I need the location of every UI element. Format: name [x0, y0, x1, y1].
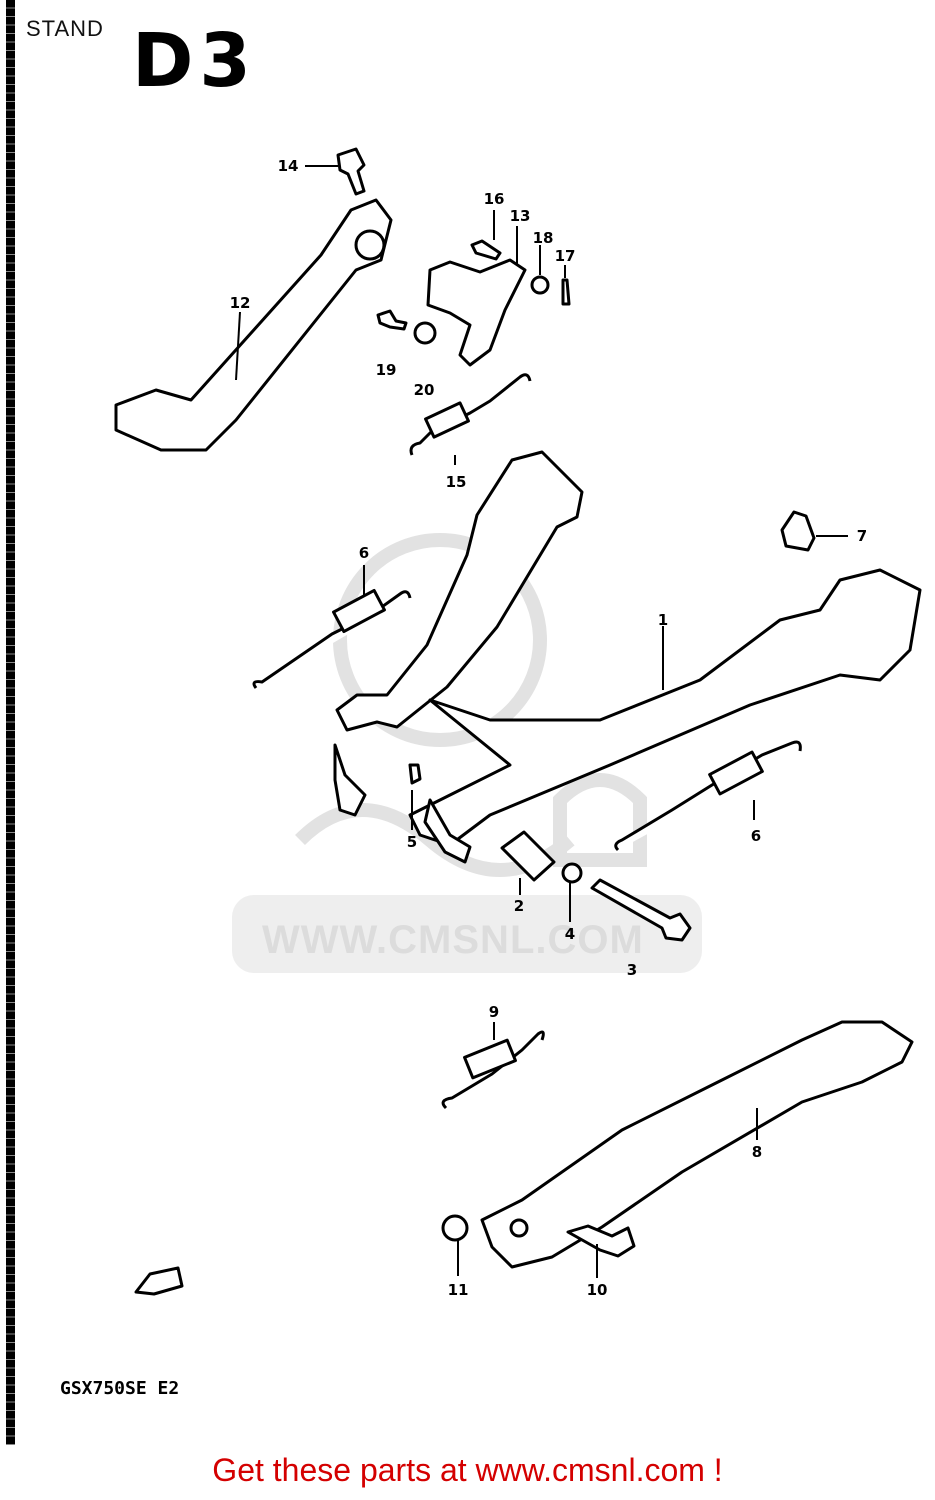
- callout-4: 4: [564, 925, 576, 943]
- part-20-nut[interactable]: [413, 321, 437, 345]
- part-12-pivot: [354, 229, 386, 261]
- callout-5: 5: [406, 833, 418, 851]
- part-12-brake-pedal[interactable]: [114, 198, 393, 452]
- section-code: D3: [132, 18, 257, 104]
- callout-15: 15: [445, 473, 467, 491]
- callout-9: 9: [488, 1003, 500, 1021]
- callout-20: 20: [413, 381, 435, 399]
- callout-17: 17: [554, 247, 576, 265]
- part-15-coil: [424, 401, 470, 439]
- callout-6-lower: 6: [750, 827, 762, 845]
- callout-16: 16: [483, 190, 505, 208]
- callout-2: 2: [513, 897, 525, 915]
- left-border-bar: [6, 0, 15, 1445]
- part-4-nut[interactable]: [561, 862, 583, 884]
- callout-14: 14: [277, 157, 299, 175]
- part-19-bolt[interactable]: [376, 309, 408, 331]
- part-6-coil-upper: [332, 588, 386, 634]
- part-10-bolt[interactable]: [566, 1224, 636, 1258]
- part-1-foot-left: [333, 743, 367, 817]
- part-9-coil: [463, 1038, 517, 1080]
- page-title: STAND: [26, 16, 104, 41]
- model-code: GSX750SE E2: [60, 1378, 180, 1399]
- leader-lines: [235, 165, 848, 1278]
- part-8-pivot: [509, 1218, 529, 1238]
- part-1-foot-right: [423, 798, 472, 864]
- part-7-rubber-cap[interactable]: [780, 510, 816, 552]
- front-direction-arrow-icon: [134, 1266, 184, 1296]
- part-1-main-stand[interactable]: [335, 450, 922, 847]
- callout-1: 1: [657, 611, 669, 629]
- part-13-bracket[interactable]: [426, 258, 527, 367]
- callout-7: 7: [856, 527, 868, 545]
- part-8-side-stand[interactable]: [480, 1020, 914, 1269]
- callout-13: 13: [509, 207, 531, 225]
- part-5-pin[interactable]: [408, 763, 422, 785]
- part-2-bushing[interactable]: [500, 830, 556, 882]
- callout-19: 19: [375, 361, 397, 379]
- callout-18: 18: [532, 229, 554, 247]
- part-14-bolt[interactable]: [336, 147, 366, 196]
- watermark-text: WWW.CMSNL.COM: [262, 918, 644, 962]
- callout-8: 8: [751, 1143, 763, 1161]
- part-17-pin[interactable]: [561, 278, 571, 306]
- callout-11: 11: [447, 1281, 469, 1299]
- watermark-banner: [232, 895, 702, 973]
- part-11-nut[interactable]: [441, 1214, 469, 1242]
- part-6-coil-lower: [708, 750, 764, 796]
- part-16-bolt[interactable]: [470, 239, 502, 261]
- callout-3: 3: [626, 961, 638, 979]
- part-18-nut[interactable]: [530, 275, 550, 295]
- part-6-spring-upper[interactable]: [252, 590, 412, 689]
- callout-12: 12: [229, 294, 251, 312]
- part-3-bolt[interactable]: [590, 878, 692, 942]
- callout-6-upper: 6: [358, 544, 370, 562]
- footer-link[interactable]: Get these parts at www.cmsnl.com !: [212, 1452, 723, 1488]
- callout-10: 10: [586, 1281, 608, 1299]
